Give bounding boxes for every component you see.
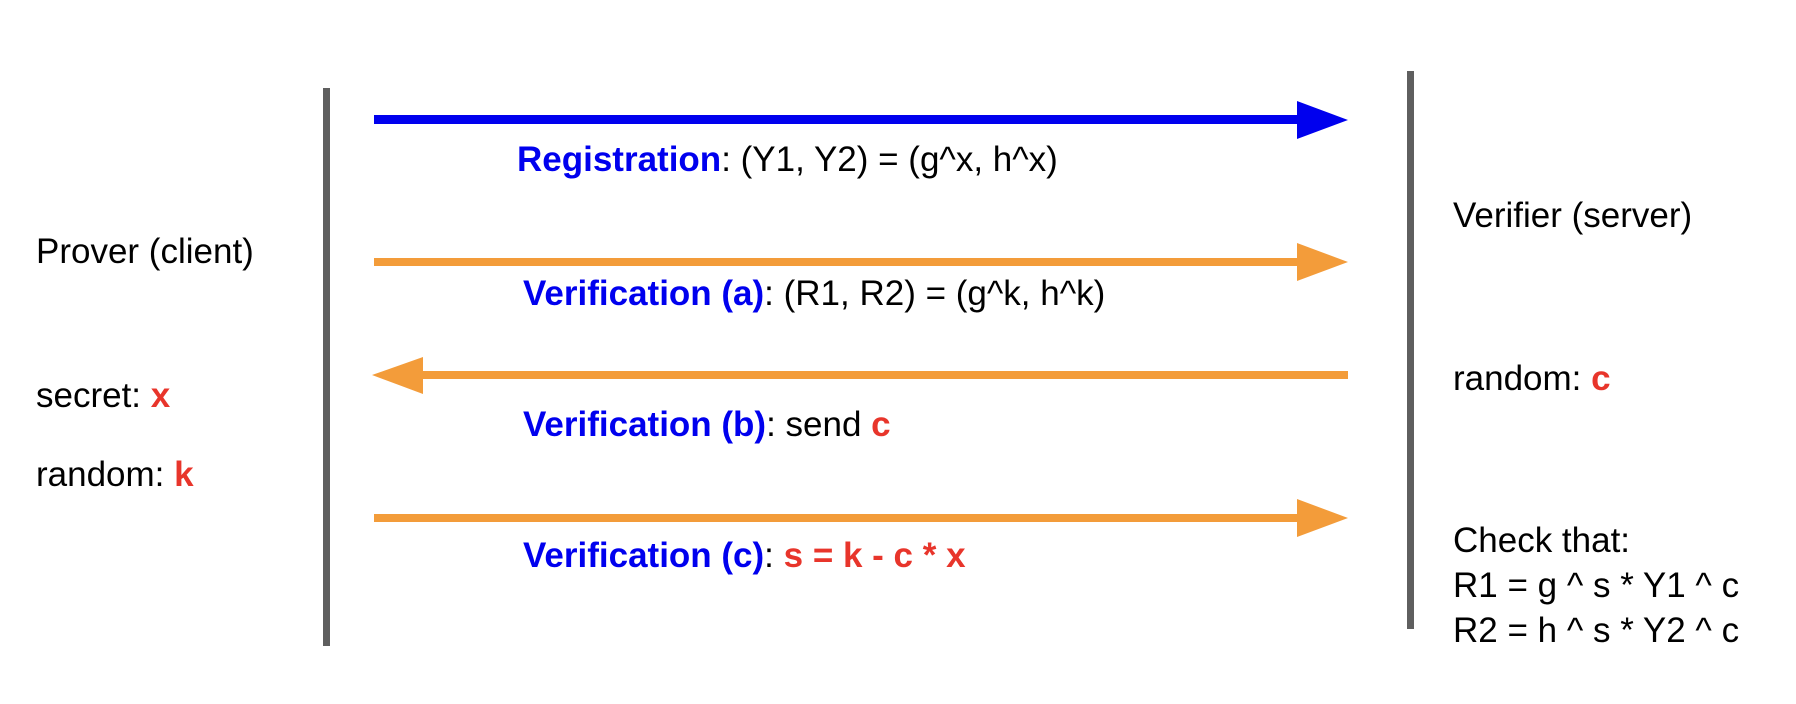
random-label: random: bbox=[1453, 359, 1592, 398]
prover-title: Prover (client) bbox=[36, 232, 254, 271]
verifier-lifeline bbox=[1407, 71, 1414, 629]
verification-b-label: Verification (b) bbox=[523, 405, 767, 444]
registration-body: (Y1, Y2) = (g^x, h^x) bbox=[740, 140, 1058, 179]
prover-secret: secret: x bbox=[36, 376, 170, 416]
verification-a-arrow-icon bbox=[374, 243, 1348, 281]
random-value: k bbox=[174, 455, 194, 494]
verification-c-message: Verification (c): s = k - c * x bbox=[523, 536, 966, 576]
registration-message: Registration: (Y1, Y2) = (g^x, h^x) bbox=[517, 140, 1058, 180]
secret-label: secret: bbox=[36, 376, 151, 415]
separator: : bbox=[764, 536, 784, 575]
separator: : bbox=[721, 140, 741, 179]
check-equation-r2: R2 = h ^ s * Y2 ^ c bbox=[1453, 610, 1740, 650]
verification-c-formula: s = k - c * x bbox=[783, 536, 966, 575]
verification-b-variable: c bbox=[871, 405, 891, 444]
verification-c-arrow-icon bbox=[374, 499, 1348, 537]
verifier-random: random: c bbox=[1453, 359, 1611, 399]
check-equation-r1: R1 = g ^ s * Y1 ^ c bbox=[1453, 565, 1740, 605]
registration-arrow-icon bbox=[374, 101, 1348, 139]
prover-lifeline bbox=[323, 88, 330, 646]
separator: : bbox=[764, 274, 784, 313]
verification-a-label: Verification (a) bbox=[523, 274, 765, 313]
random-label: random: bbox=[36, 455, 175, 494]
random-value: c bbox=[1591, 359, 1611, 398]
check-title: Check that: bbox=[1453, 521, 1631, 560]
secret-value: x bbox=[150, 376, 171, 415]
separator: : bbox=[766, 405, 786, 444]
verification-b-body-prefix: send bbox=[785, 405, 872, 444]
registration-label: Registration bbox=[517, 140, 722, 179]
verifier-check: Check that: R1 = g ^ s * Y1 ^ c R2 = h ^… bbox=[1453, 519, 1739, 653]
verification-c-label: Verification (c) bbox=[523, 536, 765, 575]
verification-a-body: (R1, R2) = (g^k, h^k) bbox=[783, 274, 1106, 313]
verifier-title: Verifier (server) bbox=[1453, 196, 1693, 235]
verification-b-arrow-icon bbox=[372, 357, 1348, 394]
prover-random: random: k bbox=[36, 455, 194, 495]
verification-b-message: Verification (b): send c bbox=[523, 405, 891, 445]
verification-a-message: Verification (a): (R1, R2) = (g^k, h^k) bbox=[523, 274, 1105, 314]
